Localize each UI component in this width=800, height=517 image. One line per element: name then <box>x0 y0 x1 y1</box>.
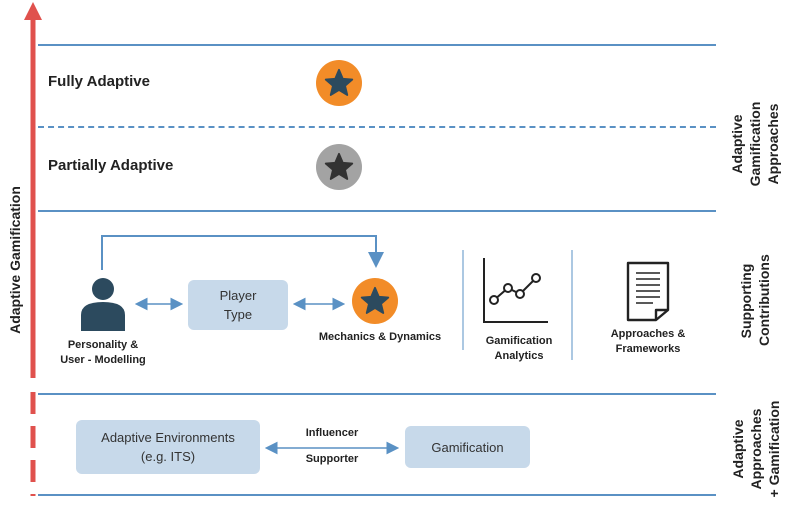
person-icon <box>81 278 125 331</box>
gamification-box: Gamification <box>405 426 530 468</box>
top-divider <box>38 44 716 46</box>
document-icon <box>626 261 670 322</box>
partially-adaptive-star <box>316 144 362 190</box>
star-icon <box>324 152 354 180</box>
dashed-divider <box>38 126 716 128</box>
adaptive-approaches-gamification-label: Adaptive Approaches + Gamification <box>730 400 782 498</box>
star-icon <box>324 68 354 96</box>
section-divider-1 <box>38 210 716 212</box>
line-chart-icon <box>483 258 548 323</box>
approaches-frameworks-caption: Approaches & Frameworks <box>610 328 686 355</box>
mechanics-dynamics-caption: Mechanics & Dynamics <box>318 331 442 343</box>
star-icon <box>360 286 390 314</box>
influencer-label: Influencer <box>305 427 359 439</box>
gamification-analytics-caption: Gamification Analytics <box>485 335 553 362</box>
partially-adaptive-label: Partially Adaptive <box>48 157 174 174</box>
fully-adaptive-label: Fully Adaptive <box>48 73 150 90</box>
bottom-divider <box>38 494 716 496</box>
adaptive-gamification-arrow <box>24 2 42 496</box>
section-divider-2 <box>38 393 716 395</box>
adaptive-gamification-label: Adaptive Gamification <box>7 186 23 334</box>
fully-adaptive-star <box>316 60 362 106</box>
personality-user-modelling-caption: Personality & User - Modelling <box>60 339 146 366</box>
mechanics-star <box>352 278 398 324</box>
adaptive-environments-box: Adaptive Environments(e.g. ITS) <box>76 420 260 474</box>
supporter-label: Supporter <box>305 453 359 465</box>
